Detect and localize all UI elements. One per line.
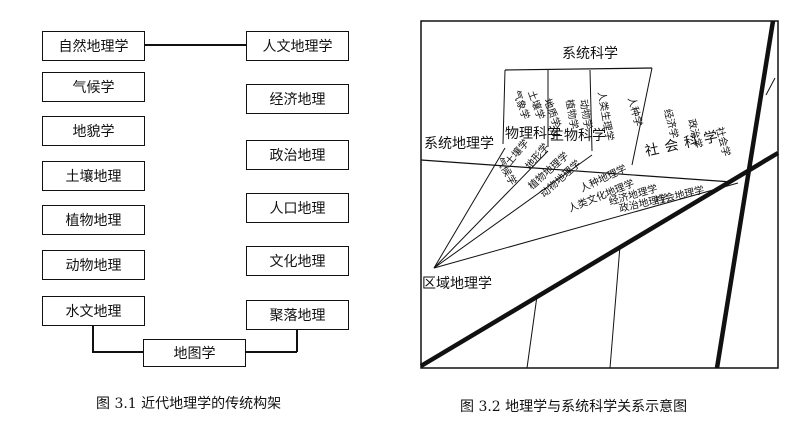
- label-physical-science: 物理科学: [505, 126, 561, 142]
- lower-line-1: [526, 295, 538, 369]
- box-population-geography: 人口地理: [246, 193, 349, 223]
- box-climatology: 气候学: [42, 72, 145, 102]
- divider-bio-social: [589, 69, 593, 152]
- upper-right-line: [765, 77, 776, 96]
- label-systematic-science: 系统科学: [562, 46, 618, 62]
- connector-right-bottom: [245, 351, 297, 353]
- label-biological-science: 生物科学: [550, 128, 606, 144]
- lower-line-2: [609, 245, 621, 369]
- systematic-geography-baseline: [420, 159, 733, 183]
- connector-left-vertical: [92, 325, 94, 352]
- figure-3-1: 自然地理学 气候学 地貌学 土壤地理 植物地理 动物地理 水文地理 人文地理学 …: [42, 31, 349, 412]
- box-economic-geography: 经济地理: [246, 84, 349, 114]
- diagram-frame: [420, 20, 779, 369]
- label-economics: 经济学: [661, 107, 681, 139]
- geography-systematic-science-diagram: 系统科学 系统地理学 区域地理学 物理科学 生物科学 社会科学 气象学 土壤学 …: [419, 20, 780, 369]
- caption-fig-3-2: 图 3.2 地理学与系统科学关系示意图: [460, 399, 688, 415]
- box-human-geography: 人文地理学: [246, 31, 349, 61]
- systematic-line-vertical: [714, 20, 776, 369]
- box-geomorphology: 地貌学: [42, 116, 145, 146]
- box-physical-geography: 自然地理学: [42, 31, 145, 61]
- fan-line-2: [433, 150, 549, 269]
- label-regional-geography: 区域地理学: [422, 276, 492, 292]
- fan-line-4: [433, 182, 739, 269]
- label-zoology: 动物学: [577, 98, 595, 130]
- fan-line-1: [433, 147, 506, 269]
- systematic-science-baseline: [504, 67, 653, 71]
- figure-3-2: 系统科学 系统地理学 区域地理学 物理科学 生物科学 社会科学 气象学 土壤学 …: [419, 20, 780, 384]
- label-social-science: 社会科学: [644, 128, 726, 160]
- fan-line-3: [433, 154, 593, 269]
- divider-social-right: [631, 67, 653, 166]
- connector-right-vertical: [296, 330, 298, 352]
- label-ethnology: 人种学: [625, 95, 645, 127]
- caption-fig-3-1: 图 3.1 近代地理学的传统构架: [96, 396, 282, 412]
- connector-left-bottom: [92, 351, 144, 353]
- box-political-geography: 政治地理: [246, 140, 349, 170]
- box-soil-geography: 土壤地理: [42, 161, 145, 191]
- box-settlement-geography: 聚落地理: [246, 300, 349, 330]
- box-cartography: 地图学: [143, 339, 246, 367]
- box-cultural-geography: 文化地理: [246, 246, 349, 276]
- connector-top: [145, 44, 248, 46]
- box-plant-geography: 植物地理: [42, 205, 145, 235]
- label-systematic-geography: 系统地理学: [424, 136, 494, 152]
- box-animal-geography: 动物地理: [42, 250, 145, 280]
- box-hydrogeography: 水文地理: [42, 296, 145, 326]
- divider-physical-left: [502, 69, 506, 145]
